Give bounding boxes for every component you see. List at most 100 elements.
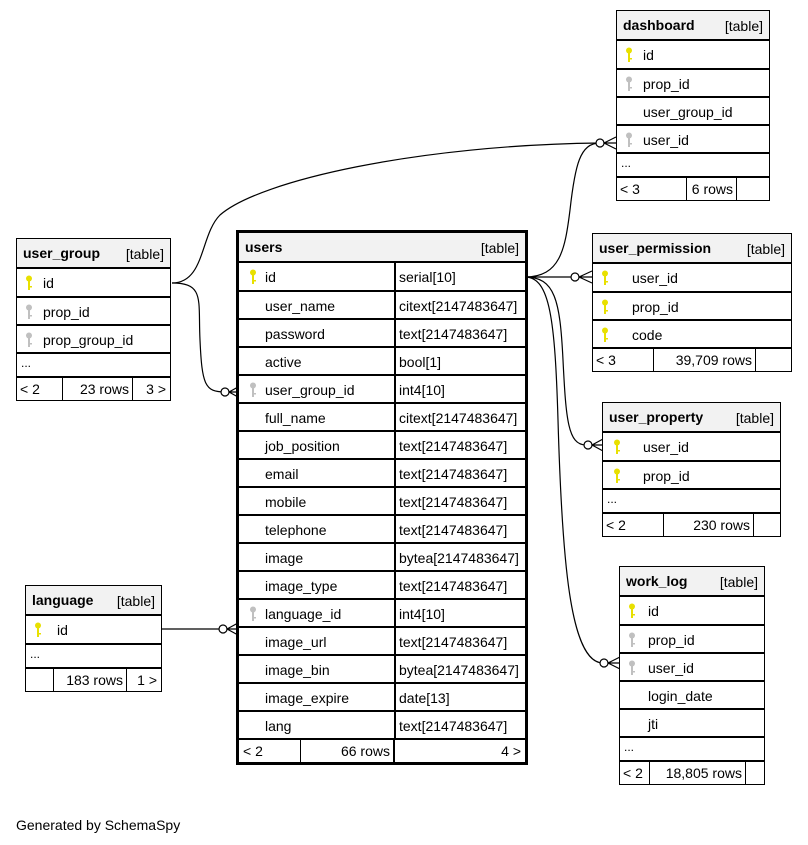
table-name: user_property xyxy=(609,409,704,425)
parents-count[interactable]: < 2 xyxy=(243,743,263,759)
table-name: language xyxy=(32,592,94,608)
column-name: image_expire xyxy=(265,690,350,706)
foreign-key-icon xyxy=(625,132,633,148)
crowfoot-marker xyxy=(578,270,593,284)
column-name: user_id xyxy=(643,132,689,148)
optional-marker xyxy=(583,440,593,450)
table-name: dashboard xyxy=(623,17,695,33)
parents-count[interactable]: < 2 xyxy=(606,517,626,533)
table-footer: < 3 6 rows xyxy=(617,176,769,200)
column-row[interactable]: image_url text[2147483647] xyxy=(239,626,525,654)
column-row[interactable]: user_id xyxy=(593,263,791,291)
column-row[interactable]: prop_id xyxy=(603,460,780,488)
column-name: full_name xyxy=(265,410,326,426)
table-name: user_permission xyxy=(599,240,712,256)
table-kind: [table] xyxy=(724,18,763,34)
column-row[interactable]: user_group_id xyxy=(617,96,769,124)
row-count: 183 rows xyxy=(66,672,123,688)
column-row[interactable]: prop_id xyxy=(593,291,791,319)
column-row[interactable]: user_id xyxy=(620,652,764,680)
primary-key-icon xyxy=(249,269,257,285)
ellipsis-text: ... xyxy=(21,356,32,370)
children-count[interactable]: 4 > xyxy=(501,743,521,759)
primary-key-icon xyxy=(25,275,33,291)
ellipsis-text: ... xyxy=(607,492,618,506)
column-row[interactable]: prop_id xyxy=(617,68,769,96)
column-row[interactable]: id xyxy=(26,615,161,643)
row-count: 6 rows xyxy=(691,181,733,197)
column-row[interactable]: prop_group_id xyxy=(17,324,170,352)
column-name: job_position xyxy=(265,438,340,454)
primary-key-icon xyxy=(625,47,633,63)
parents-count[interactable]: < 2 xyxy=(623,765,643,781)
column-row[interactable]: user_id xyxy=(603,432,780,460)
column-type: bytea[2147483647] xyxy=(399,662,519,678)
table-name: users xyxy=(245,239,283,255)
column-row[interactable]: prop_id xyxy=(17,296,170,324)
column-type: text[2147483647] xyxy=(399,634,508,650)
optional-marker xyxy=(218,624,228,634)
column-type: text[2147483647] xyxy=(399,522,508,538)
parents-count[interactable]: < 2 xyxy=(20,381,40,397)
primary-key-icon xyxy=(628,603,636,619)
children-count[interactable]: 1 > xyxy=(137,672,157,688)
table-kind: [table] xyxy=(746,241,785,257)
column-name: id xyxy=(643,47,654,63)
primary-key-icon xyxy=(601,299,609,315)
column-row[interactable]: id xyxy=(17,268,170,296)
column-row[interactable]: jti xyxy=(620,708,764,736)
column-name: image_type xyxy=(265,578,338,594)
link-user-group-to-users xyxy=(171,282,226,393)
column-row[interactable]: id serial[10] xyxy=(239,262,525,290)
column-name: id xyxy=(57,622,68,638)
column-row[interactable]: code xyxy=(593,319,791,347)
column-name: prop_group_id xyxy=(43,332,134,348)
table-header: user_property[table] xyxy=(603,403,780,432)
column-name: id xyxy=(265,269,276,285)
column-row[interactable]: id xyxy=(620,596,764,624)
parents-count[interactable]: < 3 xyxy=(620,181,640,197)
row-count: 23 rows xyxy=(79,381,129,397)
children-count[interactable]: 3 > xyxy=(146,381,166,397)
column-name: prop_id xyxy=(43,304,90,320)
column-type: bool[1] xyxy=(399,354,442,370)
table-name: user_group xyxy=(23,245,101,261)
table-footer: 183 rows 1 > xyxy=(26,667,161,691)
more-columns: ... xyxy=(26,643,161,667)
column-type: bytea[2147483647] xyxy=(399,550,519,566)
foreign-key-icon xyxy=(25,304,33,320)
column-row[interactable]: id xyxy=(617,40,769,68)
optional-marker xyxy=(570,272,580,282)
column-name: image_url xyxy=(265,634,327,650)
column-row[interactable]: prop_id xyxy=(620,624,764,652)
column-type: serial[10] xyxy=(399,269,456,285)
parents-count[interactable]: < 3 xyxy=(596,352,616,368)
column-row[interactable]: login_date xyxy=(620,680,764,708)
primary-key-icon xyxy=(601,327,609,343)
column-row[interactable]: user_id xyxy=(617,124,769,152)
table-kind: [table] xyxy=(480,240,519,256)
